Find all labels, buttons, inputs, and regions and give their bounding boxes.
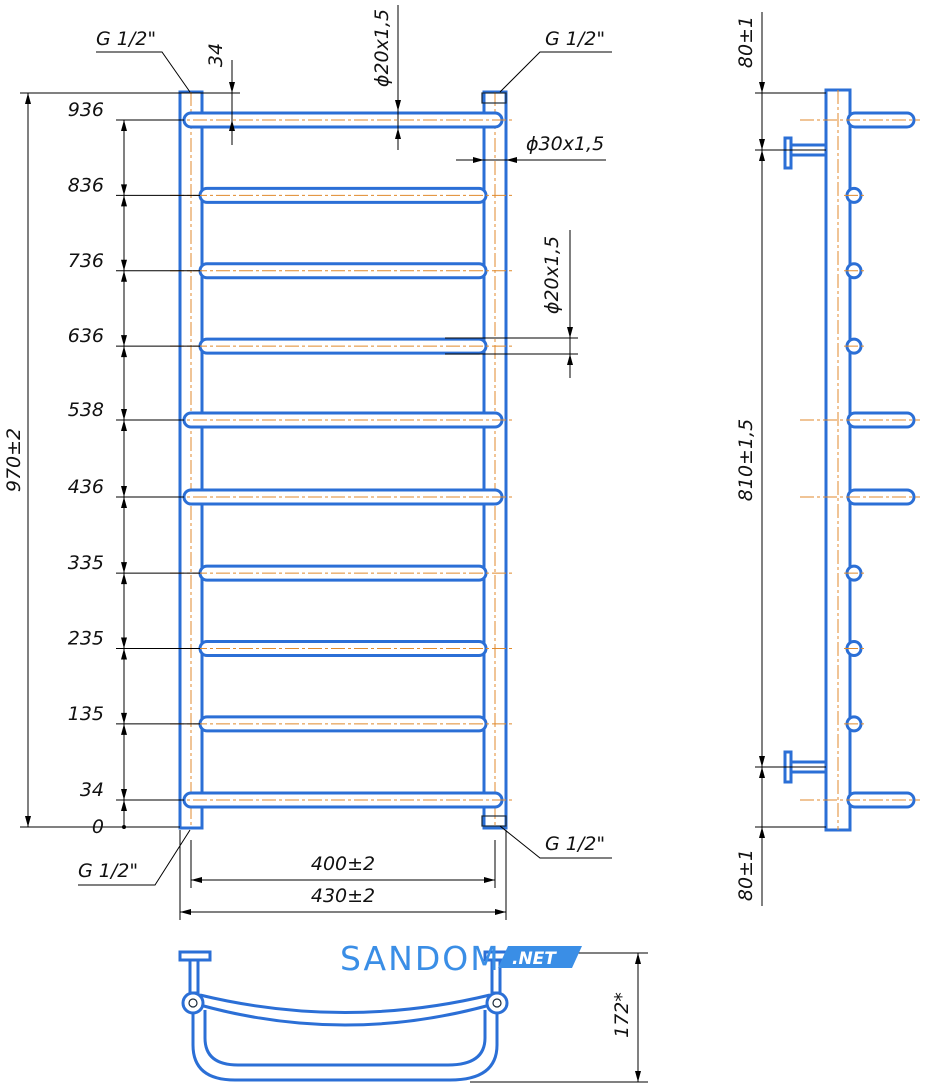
- arrow: [759, 827, 765, 838]
- arrow: [495, 909, 506, 915]
- bottom-right-connection-label: G 1/2": [545, 833, 605, 855]
- top-left-connection-leader: [96, 51, 191, 93]
- arrow: [229, 82, 235, 93]
- top-view-right-fitting-core: [492, 998, 502, 1008]
- rung-level-label: 335: [68, 552, 104, 574]
- zero-origin-dot: [122, 825, 126, 829]
- bottom-right-plug: [481, 815, 507, 827]
- rung-diameter-top-label: ϕ20x1,5: [371, 9, 393, 87]
- arrow: [567, 354, 573, 365]
- rung-level-label: 235: [68, 627, 104, 649]
- arrow: [25, 816, 31, 827]
- side-top-margin-label: 80±1: [735, 16, 757, 68]
- arrow: [484, 877, 495, 883]
- arrow: [473, 157, 484, 163]
- depth-label: 172*: [611, 992, 633, 1038]
- arrow: [759, 756, 765, 767]
- side-rungs: [800, 111, 920, 809]
- bottom-left-connection-leader: [78, 829, 191, 886]
- rung-level-label: 436: [68, 476, 104, 498]
- arrow: [395, 128, 401, 139]
- top-view-left-fitting: [181, 991, 205, 1015]
- rung-level-label: 636: [68, 325, 104, 347]
- top-view-left-bracket: [188, 958, 200, 995]
- top-view-inner-loop: [203, 1010, 487, 1067]
- top-view-rung-curve-outer: [199, 1003, 491, 1027]
- arrow: [395, 100, 401, 111]
- arrow: [180, 909, 191, 915]
- arrow: [25, 93, 31, 104]
- arrow: [229, 120, 235, 131]
- top-view-outer-loop: [191, 1003, 499, 1082]
- side-bottom-margin-label: 80±1: [735, 849, 757, 901]
- top-right-connection-label: G 1/2": [545, 28, 605, 50]
- arrow: [567, 327, 573, 338]
- rung-level-label: 135: [68, 703, 104, 725]
- top-left-connection-label: G 1/2": [96, 28, 156, 50]
- inner-width-label: 400±2: [311, 853, 375, 875]
- arrow: [191, 877, 202, 883]
- upright-diameter-label: ϕ30x1,5: [526, 133, 604, 155]
- rung-level-label: 538: [68, 399, 104, 421]
- arrow: [759, 139, 765, 150]
- rung-level-label: 936: [68, 99, 104, 121]
- top-view: 172*: [178, 950, 648, 1083]
- side-view: 80±1 810±1,5 80±1: [735, 12, 920, 906]
- watermark: SANDOM .NET: [340, 939, 582, 978]
- rung-level-label: 34: [80, 779, 104, 801]
- top-view-right-bracket: [490, 958, 502, 995]
- outer-width-label: 430±2: [311, 885, 375, 907]
- watermark-brand: SANDOM: [340, 939, 501, 978]
- watermark-suffix: .NET: [512, 949, 557, 969]
- top-offset-label: 34: [205, 43, 227, 67]
- rung-level-label: 836: [68, 174, 104, 196]
- rung-level-label: 736: [68, 250, 104, 272]
- top-view-rung-curve-inner: [199, 993, 491, 1014]
- bottom-right-connection-leader: [499, 825, 612, 859]
- arrow: [635, 953, 641, 964]
- arrow: [635, 1071, 641, 1082]
- top-view-right-fitting: [485, 991, 509, 1015]
- watermark-badge: [498, 946, 582, 968]
- arrow: [759, 82, 765, 93]
- front-view: 936 836 736 636 538 436 335 235 135 34 970±2 0 34…: [3, 5, 612, 920]
- top-view-left-fitting-core: [188, 998, 198, 1008]
- wall-bracket-top-plate: [783, 136, 793, 170]
- arrow: [506, 157, 517, 163]
- bottom-left-connection-label: G 1/2": [78, 860, 138, 882]
- rung-diameter-mid-label: ϕ20x1,5: [541, 236, 563, 314]
- arrow: [759, 767, 765, 778]
- top-right-plug: [481, 92, 507, 104]
- side-center-distance-label: 810±1,5: [735, 419, 757, 501]
- zero-label: 0: [92, 816, 104, 838]
- overall-height-label: 970±2: [3, 428, 25, 492]
- rungs: 936 836 736 636 538 436 335 235 135 34: [68, 99, 512, 811]
- top-right-connection-leader: [499, 51, 612, 93]
- arrow: [759, 150, 765, 161]
